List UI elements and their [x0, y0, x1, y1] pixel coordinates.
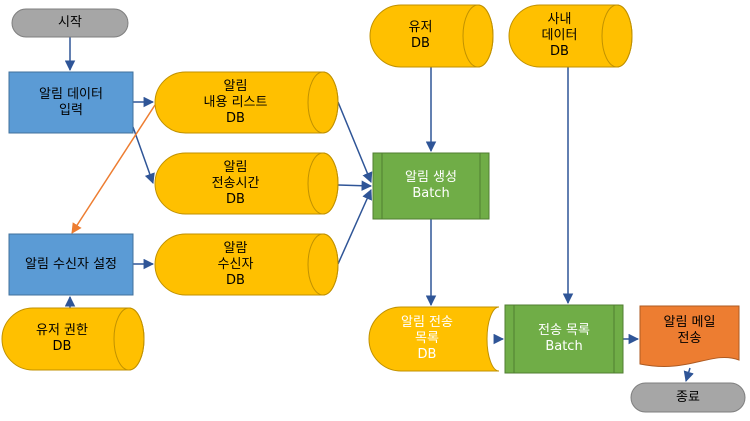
alarm-send-list-db-node [368, 306, 500, 372]
arrow-alarm-mail-send-to-end [683, 367, 694, 383]
arrow-alarm-content-list-db-to-alarm-create-batch [337, 101, 373, 183]
start-node [11, 8, 129, 38]
alarm-mail-send-node [639, 305, 740, 367]
send-list-batch-node [504, 304, 624, 374]
end-node [630, 382, 746, 413]
alarm-content-list-db-node [154, 71, 339, 134]
alarm-recipient-db-node [154, 233, 339, 296]
arrow-alarm-recipient-db-to-alarm-create-batch [337, 189, 372, 265]
arrow-alarm-send-time-db-to-alarm-create-batch [337, 180, 373, 191]
user-db-node [369, 4, 494, 68]
recipient-setting-node [8, 233, 134, 296]
edges-layer [64, 37, 694, 383]
arrow-alarm-data-input-to-alarm-send-time-db [132, 126, 155, 184]
alarm-send-time-db-node [154, 152, 339, 215]
arrow-alarm-content-list-db-to-recipient-setting [71, 104, 156, 234]
alarm-data-input-node [8, 71, 134, 134]
internal-data-db-node [508, 4, 633, 68]
nodes-layer [1, 4, 746, 413]
alarm-create-batch-node [372, 152, 490, 220]
user-permission-db-node [1, 307, 145, 371]
